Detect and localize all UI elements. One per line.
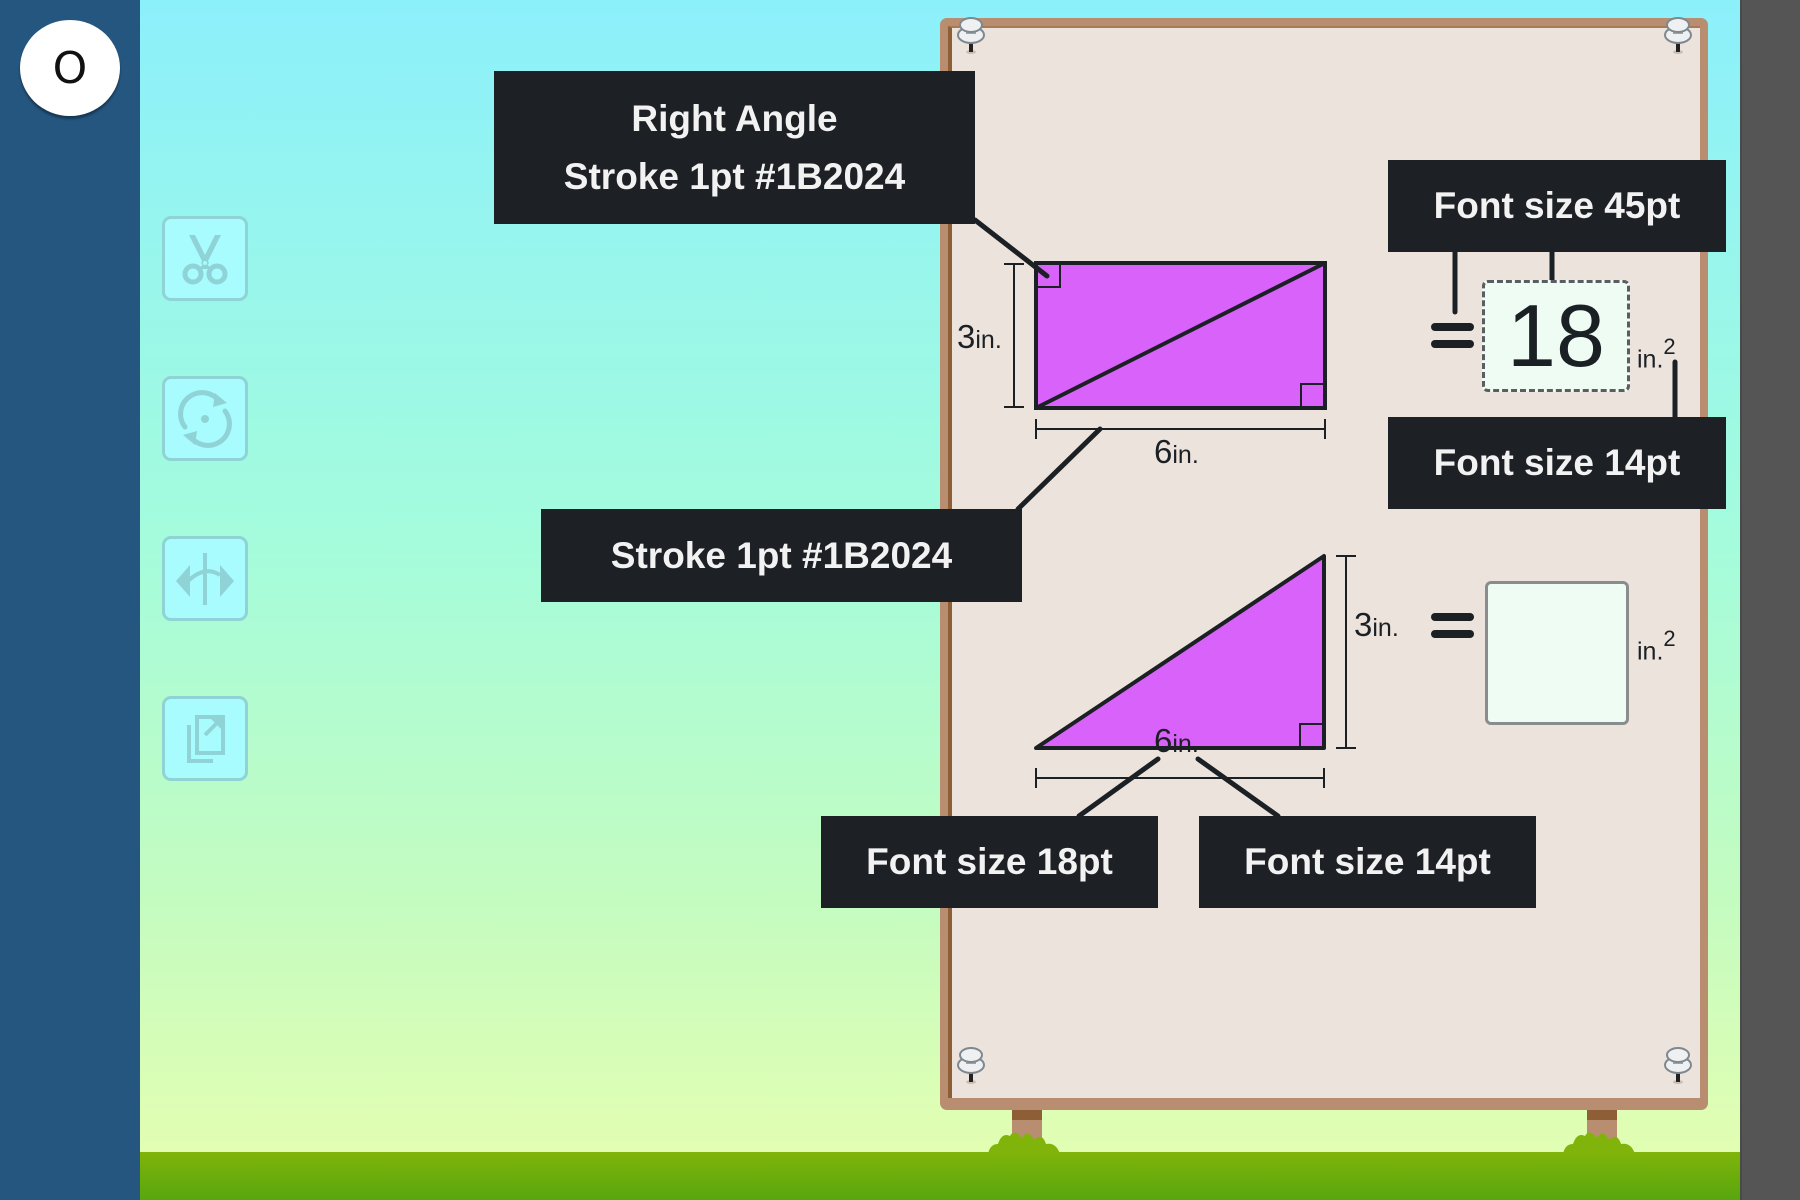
rotate-icon — [178, 389, 232, 448]
scissors-icon — [182, 234, 228, 284]
duplicate-tool-button[interactable] — [162, 696, 248, 781]
triangle-width-label: 6in. — [1154, 722, 1199, 759]
callout-stroke: Stroke 1pt #1B2024 — [541, 509, 1022, 602]
rect-width-label: 6in. — [1154, 433, 1199, 470]
cut-tool-button[interactable] — [162, 216, 248, 301]
callout-font-18: Font size 18pt — [821, 816, 1158, 908]
pushpin-icon — [957, 1047, 985, 1084]
rotate-tool-button[interactable] — [162, 376, 248, 461]
callout-right-angle-line1: Right Angle — [631, 97, 838, 139]
pushpin-icon — [1664, 17, 1692, 54]
duplicate-icon — [187, 714, 225, 763]
callout-font-45: Font size 45pt — [1388, 160, 1726, 252]
bush-left — [988, 1132, 1060, 1154]
callout-right-angle-line2: Stroke 1pt #1B2024 — [563, 155, 906, 197]
callout-font-14-bottom: Font size 14pt — [1199, 816, 1536, 908]
grass-ground — [140, 1152, 1740, 1200]
right-panel-strip — [1740, 0, 1800, 1200]
pushpin-icon — [1664, 1047, 1692, 1084]
rect-area-answer-box[interactable]: 18 — [1482, 280, 1630, 392]
flip-tool-button[interactable] — [162, 536, 248, 621]
rect-area-unit: in.2 — [1637, 334, 1676, 374]
triangle-area-answer-input[interactable] — [1485, 581, 1629, 725]
pushpin-icon — [957, 17, 985, 54]
callout-font-14-top: Font size 14pt — [1388, 417, 1726, 509]
rect-height-label: 3in. — [957, 318, 1002, 355]
triangle-area-unit: in.2 — [1637, 626, 1676, 666]
left-sidebar: O — [0, 0, 140, 1200]
round-o-button[interactable]: O — [20, 20, 120, 116]
bush-right — [1563, 1132, 1635, 1154]
flip-icon — [176, 552, 234, 605]
callout-right-angle: Right Angle Stroke 1pt #1B2024 — [494, 71, 975, 224]
triangle-height-label: 3in. — [1354, 606, 1399, 643]
